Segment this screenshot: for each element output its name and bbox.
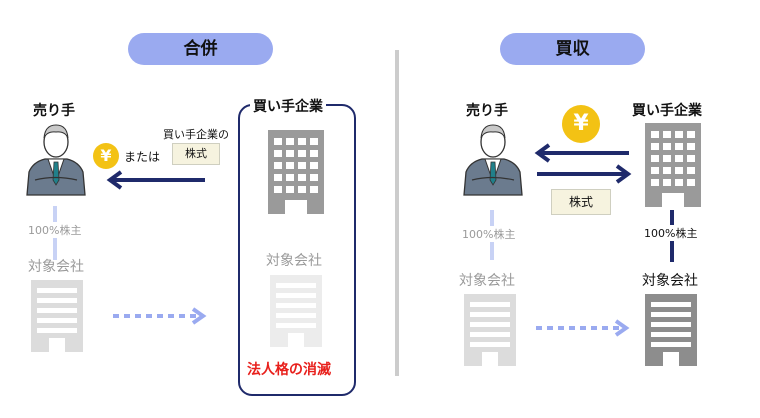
left-yen-coin-icon: ¥ — [93, 143, 119, 169]
right-former-shareholder-label: 100%株主 — [462, 226, 516, 242]
acquisition-title: 買収 — [500, 33, 645, 65]
extinction-label: 法人格の消滅 — [247, 362, 331, 378]
left-merged-target-building-icon — [270, 275, 322, 347]
left-seller-person-icon — [26, 124, 86, 196]
left-shareholder-label: 100%株主 — [28, 222, 82, 238]
right-exchange-arrows — [534, 143, 632, 184]
left-buyer-building-icon — [268, 130, 324, 214]
left-seller-label: 売り手 — [33, 103, 75, 119]
left-merged-target-label: 対象会社 — [266, 253, 322, 269]
right-buyer-label: 買い手企業 — [632, 103, 702, 119]
left-buyer-stock-label: 買い手企業の — [163, 128, 229, 141]
left-buyer-label: 買い手企業 — [250, 96, 326, 116]
right-former-target-label: 対象会社 — [459, 273, 515, 289]
left-merge-dotted-arrow — [113, 307, 207, 325]
left-payment-arrow — [106, 170, 205, 190]
right-seller-label: 売り手 — [466, 103, 508, 119]
right-former-target-building-icon — [464, 294, 516, 366]
right-stock-box: 株式 — [551, 189, 611, 215]
right-yen-coin-icon: ¥ — [562, 105, 600, 143]
merger-title: 合併 — [128, 33, 273, 65]
section-divider — [395, 50, 399, 376]
left-target-building-icon — [31, 280, 83, 352]
left-target-label: 対象会社 — [28, 259, 84, 275]
right-new-shareholder-label: 100%株主 — [644, 225, 698, 241]
right-seller-person-icon — [463, 124, 523, 196]
left-or-text: または — [124, 150, 161, 164]
right-acquisition-dotted-arrow — [536, 319, 630, 337]
left-stock-box: 株式 — [172, 143, 220, 165]
right-new-target-label: 対象会社 — [642, 273, 698, 289]
right-buyer-building-icon — [645, 123, 701, 207]
right-new-target-building-icon — [645, 294, 697, 366]
